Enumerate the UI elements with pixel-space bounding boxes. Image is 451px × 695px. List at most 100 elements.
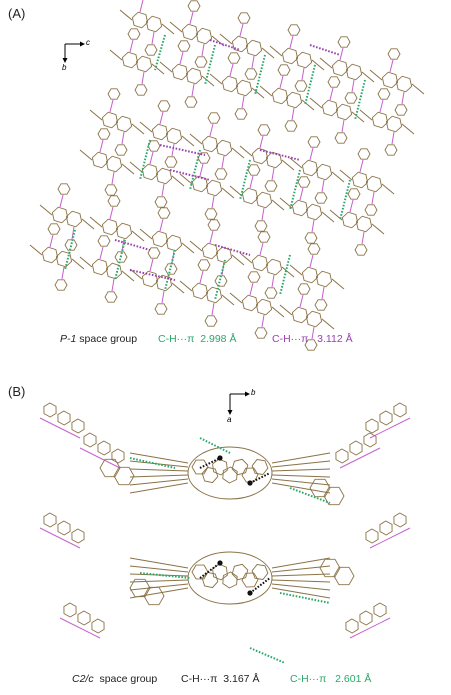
bond — [271, 557, 331, 569]
bond — [141, 71, 145, 85]
contact-line — [129, 269, 176, 281]
phenyl-ring — [157, 100, 171, 112]
bond — [259, 85, 273, 97]
phenyl-ring — [195, 27, 213, 45]
axis-label-vertical-b: a — [227, 415, 232, 424]
phenyl-ring — [154, 303, 168, 315]
phenyl-ring — [147, 140, 161, 152]
phenyl-ring — [393, 512, 407, 528]
bond — [301, 99, 315, 111]
phenyl-ring — [307, 136, 321, 148]
phenyl-ring — [365, 528, 379, 544]
phenyl-ring — [43, 402, 57, 418]
bond — [99, 246, 104, 260]
phenyl-ring — [71, 528, 85, 544]
phenyl-ring — [335, 448, 349, 464]
bond — [271, 478, 331, 486]
bond — [271, 468, 331, 472]
bond — [271, 573, 331, 577]
phenyl-ring — [121, 51, 139, 69]
phenyl-ring — [327, 76, 341, 88]
bond — [349, 617, 391, 639]
bond — [39, 417, 81, 439]
bond — [359, 109, 373, 121]
bond — [249, 282, 254, 296]
bond — [121, 131, 125, 145]
bond — [149, 151, 154, 165]
bond — [99, 139, 104, 153]
phenyl-ring — [301, 266, 319, 284]
contact-line — [164, 249, 176, 291]
bond — [181, 242, 195, 254]
bond — [329, 87, 334, 101]
bond — [199, 270, 204, 284]
phenyl-ring — [277, 64, 291, 76]
contact-line — [139, 139, 151, 181]
phenyl-ring — [377, 88, 391, 100]
bond — [401, 123, 415, 135]
phenyl-ring — [134, 84, 148, 96]
bond — [251, 87, 265, 99]
bond — [201, 75, 215, 87]
phenyl-ring — [165, 234, 183, 252]
bond — [291, 107, 295, 121]
bond — [381, 183, 395, 195]
phenyl-ring — [197, 152, 211, 164]
phenyl-ring — [371, 111, 389, 129]
phenyl-ring — [304, 339, 318, 351]
contact-line — [259, 149, 301, 161]
bond — [39, 527, 81, 549]
crystal-packing-a — [29, 0, 425, 351]
bond — [171, 175, 185, 187]
phenyl-ring — [251, 147, 269, 165]
phenyl-ring — [147, 247, 161, 259]
contact-line — [114, 239, 151, 251]
panel-label-b: (B) — [8, 384, 26, 399]
bond — [159, 61, 173, 73]
phenyl-ring — [104, 184, 118, 196]
phenyl-ring — [104, 291, 118, 303]
bond — [379, 99, 384, 113]
phenyl-ring — [314, 299, 328, 311]
contact-line — [354, 79, 366, 121]
molecule-layer-a — [29, 0, 425, 351]
bond — [129, 452, 189, 464]
bond — [211, 195, 215, 209]
phenyl-ring — [114, 144, 128, 156]
phenyl-ring — [265, 258, 283, 276]
phenyl-ring — [127, 28, 141, 40]
bond — [311, 326, 315, 340]
phenyl-ring — [54, 279, 68, 291]
bond — [89, 216, 103, 228]
phenyl-ring — [231, 458, 249, 476]
phenyl-ring — [351, 171, 369, 189]
bond — [209, 230, 214, 244]
phenyl-ring — [205, 179, 223, 197]
phenyl-ring — [77, 610, 91, 626]
bond — [249, 175, 254, 189]
bond — [271, 167, 275, 181]
contact-line — [114, 239, 126, 281]
bond — [59, 194, 64, 208]
phenyl-ring — [57, 410, 71, 426]
bond — [151, 31, 155, 45]
phenyl-ring — [105, 155, 123, 173]
phenyl-ring — [204, 315, 218, 327]
contact-line — [139, 572, 191, 579]
phenyl-ring — [254, 327, 268, 339]
phenyl-ring — [394, 104, 408, 116]
bond — [131, 123, 145, 135]
bond — [311, 59, 325, 71]
contact-label: C-H···π — [181, 673, 218, 685]
contact-line — [339, 179, 351, 221]
contact-label: C-H···π — [158, 333, 195, 345]
phenyl-ring — [365, 175, 383, 193]
bond — [59, 617, 101, 639]
contact-line — [154, 34, 166, 71]
phenyl-ring — [294, 80, 308, 92]
phenyl-ring — [143, 586, 165, 606]
bond — [71, 258, 85, 270]
phenyl-ring — [151, 123, 169, 141]
bond — [339, 447, 381, 469]
bond — [189, 133, 203, 145]
